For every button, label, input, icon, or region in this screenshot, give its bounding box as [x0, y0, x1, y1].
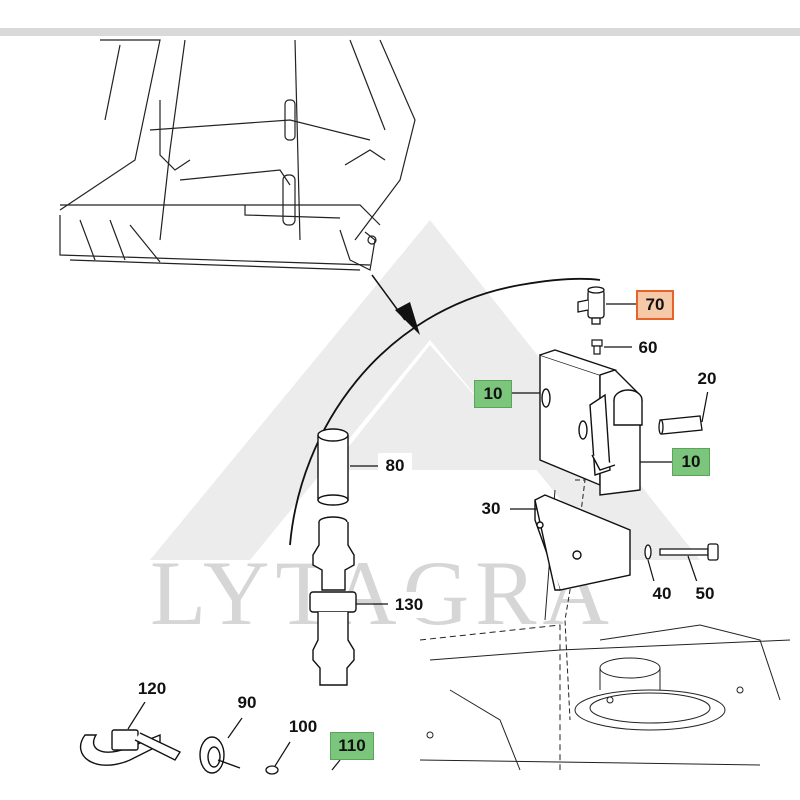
callout-20[interactable]: 20 — [690, 366, 724, 392]
pointer-arrowhead — [395, 302, 420, 335]
part-20-tube — [658, 415, 703, 435]
part-30-bracket — [534, 494, 631, 591]
part-80-hose — [317, 428, 349, 506]
callout-130[interactable]: 130 — [388, 592, 430, 618]
top-toolbar-strip — [0, 28, 800, 36]
callout-110[interactable]: 110 — [330, 732, 374, 760]
detail-arc — [289, 277, 601, 546]
callout-40[interactable]: 40 — [646, 581, 678, 607]
part-40-washer — [644, 544, 652, 560]
callout-60[interactable]: 60 — [632, 335, 664, 361]
callout-80[interactable]: 80 — [378, 453, 412, 479]
part-100-nipple — [265, 765, 279, 775]
part-110-leader — [331, 759, 341, 771]
part-120-cable-tie — [79, 729, 182, 766]
part-60-grommet — [591, 339, 603, 355]
callout-30[interactable]: 30 — [474, 496, 508, 522]
callout-70[interactable]: 70 — [636, 290, 674, 320]
callout-120[interactable]: 120 — [130, 676, 174, 702]
callout-50[interactable]: 50 — [688, 581, 722, 607]
callout-10-right[interactable]: 10 — [672, 448, 710, 476]
callout-90[interactable]: 90 — [230, 690, 264, 716]
callout-10-left[interactable]: 10 — [474, 380, 512, 408]
part-10-reservoir — [539, 349, 643, 496]
callout-100[interactable]: 100 — [282, 714, 324, 740]
part-70-pump — [577, 286, 605, 325]
watermark-logo — [150, 220, 700, 560]
part-90-grommet — [199, 736, 241, 774]
chassis-frame — [419, 479, 791, 771]
part-130-connector — [309, 516, 357, 686]
machine-cab-overview — [59, 39, 416, 271]
part-50-bolt — [659, 543, 719, 561]
